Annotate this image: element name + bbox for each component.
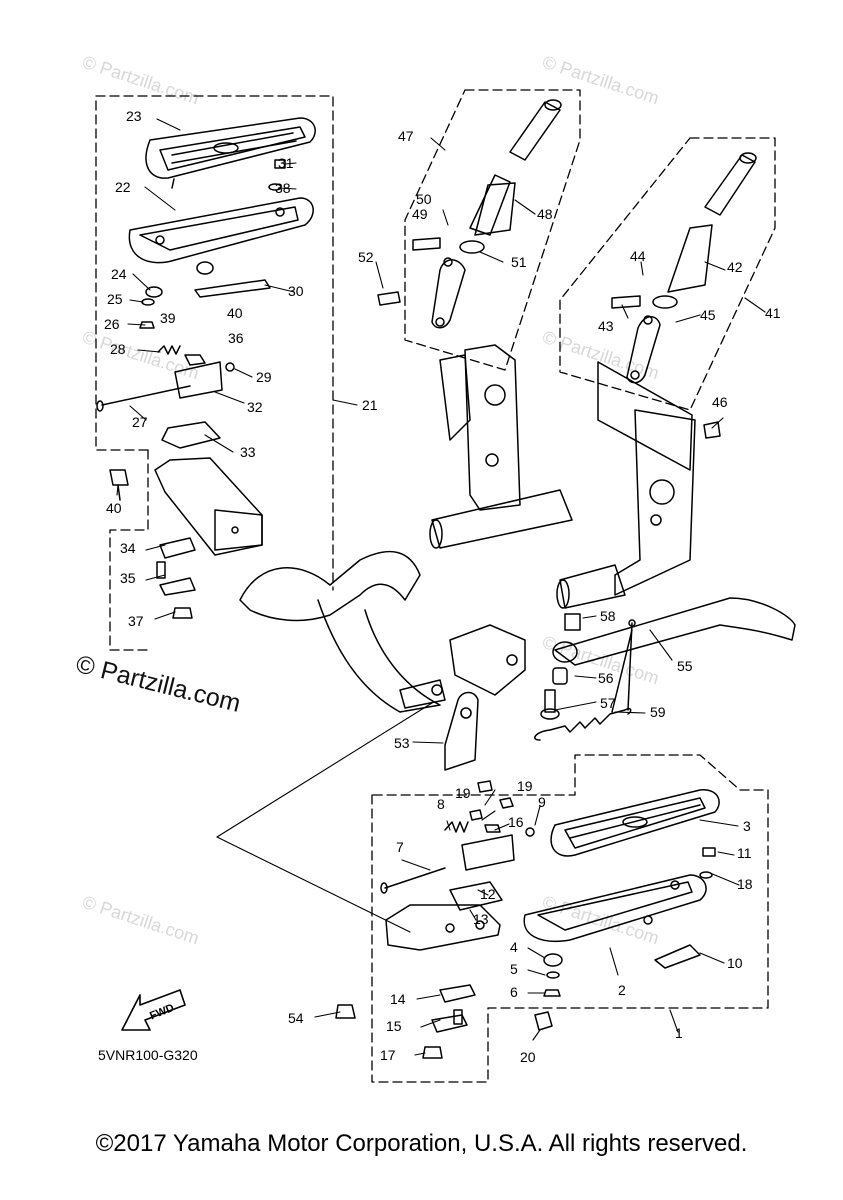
peg-bracket-42 bbox=[626, 316, 661, 384]
callout-45: 45 bbox=[700, 307, 716, 323]
peg-bracket-48 bbox=[431, 259, 466, 329]
grip-end-tube-2 bbox=[704, 154, 756, 216]
callout-42: 42 bbox=[727, 259, 743, 275]
group-box-1 bbox=[371, 754, 769, 1083]
callout-3: 3 bbox=[743, 818, 751, 834]
frame-cross-bar bbox=[431, 489, 573, 549]
callout-15: 15 bbox=[386, 1018, 402, 1034]
fwd-arrow bbox=[121, 989, 186, 1031]
callout-1: 1 bbox=[675, 1025, 683, 1041]
fwd-arrow-label: FWD bbox=[148, 1002, 176, 1023]
group-box-42 bbox=[559, 137, 776, 411]
grip-rubber-43 bbox=[667, 224, 713, 293]
callout-26: 26 bbox=[104, 316, 120, 332]
callout-17: 17 bbox=[380, 1047, 396, 1063]
group-box-48 bbox=[404, 89, 581, 371]
footboard-23 bbox=[128, 197, 314, 264]
callout-46: 46 bbox=[712, 394, 728, 410]
callout-36: 36 bbox=[228, 330, 244, 346]
callout-9: 9 bbox=[538, 794, 546, 810]
callout-51: 51 bbox=[511, 254, 527, 270]
spring-60 bbox=[534, 707, 632, 741]
frame-right-upright bbox=[614, 409, 696, 596]
callout-11: 11 bbox=[737, 845, 752, 861]
callout-41: 41 bbox=[765, 305, 781, 321]
callout-40: 40 bbox=[227, 305, 243, 321]
footboard-mat-24 bbox=[145, 117, 316, 179]
callout-13: 13 bbox=[473, 911, 489, 927]
callout-8: 8 bbox=[437, 796, 445, 812]
callout-14: 14 bbox=[390, 991, 406, 1007]
callout-48: 48 bbox=[537, 206, 553, 222]
callout-32: 32 bbox=[247, 399, 263, 415]
callout-30: 30 bbox=[288, 283, 304, 299]
grip-rubber-49 bbox=[469, 174, 511, 236]
callout-47: 47 bbox=[398, 128, 414, 144]
callout-21: 21 bbox=[362, 397, 378, 413]
callout-54: 54 bbox=[288, 1010, 304, 1026]
callout-58: 58 bbox=[600, 608, 616, 624]
callout-39: 39 bbox=[160, 310, 176, 326]
frame-left-tube bbox=[239, 550, 421, 622]
callout-4: 4 bbox=[510, 939, 518, 955]
callout-34: 34 bbox=[120, 540, 136, 556]
callout-18: 18 bbox=[737, 876, 753, 892]
callout-16: 16 bbox=[508, 814, 524, 830]
callout-5: 5 bbox=[510, 961, 518, 977]
callout-40: 40 bbox=[106, 500, 122, 516]
copyright-footer: ©2017 Yamaha Motor Corporation, U.S.A. A… bbox=[95, 1130, 748, 1157]
callout-37: 37 bbox=[128, 613, 144, 629]
callout-50: 50 bbox=[416, 191, 432, 207]
callout-6: 6 bbox=[510, 984, 518, 1000]
callout-43: 43 bbox=[598, 318, 614, 334]
callout-10: 10 bbox=[727, 955, 743, 971]
frame-stand-mount bbox=[449, 624, 526, 696]
group-box-22-lower bbox=[109, 449, 149, 651]
callout-53: 53 bbox=[394, 735, 410, 751]
callout-49: 49 bbox=[412, 206, 428, 222]
callout-12: 12 bbox=[480, 886, 496, 902]
group-box-22 bbox=[95, 95, 334, 591]
frame-left-stay bbox=[439, 354, 471, 441]
callout-27: 27 bbox=[132, 414, 148, 430]
callout-24: 24 bbox=[111, 266, 127, 282]
callout-2: 2 bbox=[618, 982, 626, 998]
callout-44: 44 bbox=[630, 248, 646, 264]
callout-22: 22 bbox=[115, 179, 131, 195]
callout-29: 29 bbox=[256, 369, 272, 385]
callout-25: 25 bbox=[107, 291, 123, 307]
callout-7: 7 bbox=[396, 839, 404, 855]
grip-end-tube bbox=[509, 101, 561, 161]
shift-lever-arm bbox=[554, 597, 796, 666]
frame-bend-tube bbox=[317, 599, 441, 713]
callout-23: 23 bbox=[126, 108, 142, 124]
callout-59: 59 bbox=[650, 704, 666, 720]
callout-57: 57 bbox=[600, 695, 616, 711]
frame-lower-bar bbox=[559, 564, 626, 609]
frame-left-upright bbox=[464, 344, 521, 511]
plate-34 bbox=[161, 421, 221, 449]
callout-56: 56 bbox=[598, 670, 614, 686]
callout-35: 35 bbox=[120, 570, 136, 586]
callout-52: 52 bbox=[358, 249, 374, 265]
callout-28: 28 bbox=[110, 341, 126, 357]
bracket-body bbox=[154, 457, 263, 556]
callout-33: 33 bbox=[240, 444, 256, 460]
callout-55: 55 bbox=[677, 658, 693, 674]
callout-38: 38 bbox=[275, 180, 291, 196]
footboard-2 bbox=[523, 874, 707, 942]
callout-31: 31 bbox=[278, 155, 294, 171]
bracket-54 bbox=[444, 691, 479, 771]
callout-20: 20 bbox=[520, 1049, 536, 1065]
lower-bracket-body bbox=[385, 904, 501, 951]
callout-19: 19 bbox=[455, 785, 471, 801]
callout-19: 19 bbox=[517, 778, 533, 794]
diagram-code: 5VNR100-G320 bbox=[98, 1047, 198, 1063]
footboard-mat-3 bbox=[550, 789, 720, 857]
